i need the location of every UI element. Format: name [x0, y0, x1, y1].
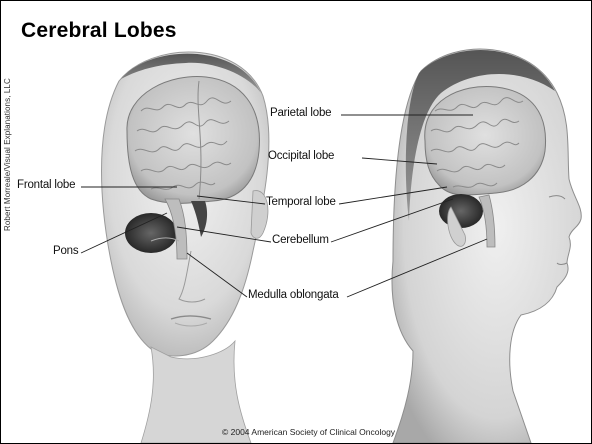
slide-title: Cerebral Lobes — [21, 19, 177, 43]
label-frontal-lobe: Frontal lobe — [17, 179, 75, 191]
copyright-notice: © 2004 American Society of Clinical Onco… — [222, 427, 395, 437]
label-temporal-lobe: Temporal lobe — [266, 196, 336, 208]
front-head — [102, 52, 269, 443]
label-medulla-oblongata: Medulla oblongata — [248, 289, 339, 301]
label-pons: Pons — [53, 245, 78, 257]
label-cerebellum: Cerebellum — [272, 234, 329, 246]
illustration-credit: Robert Morreale/Visual Explanations, LLC — [3, 1, 13, 231]
label-parietal-lobe: Parietal lobe — [270, 107, 331, 119]
label-occipital-lobe: Occipital lobe — [268, 150, 334, 162]
side-head — [392, 49, 581, 443]
